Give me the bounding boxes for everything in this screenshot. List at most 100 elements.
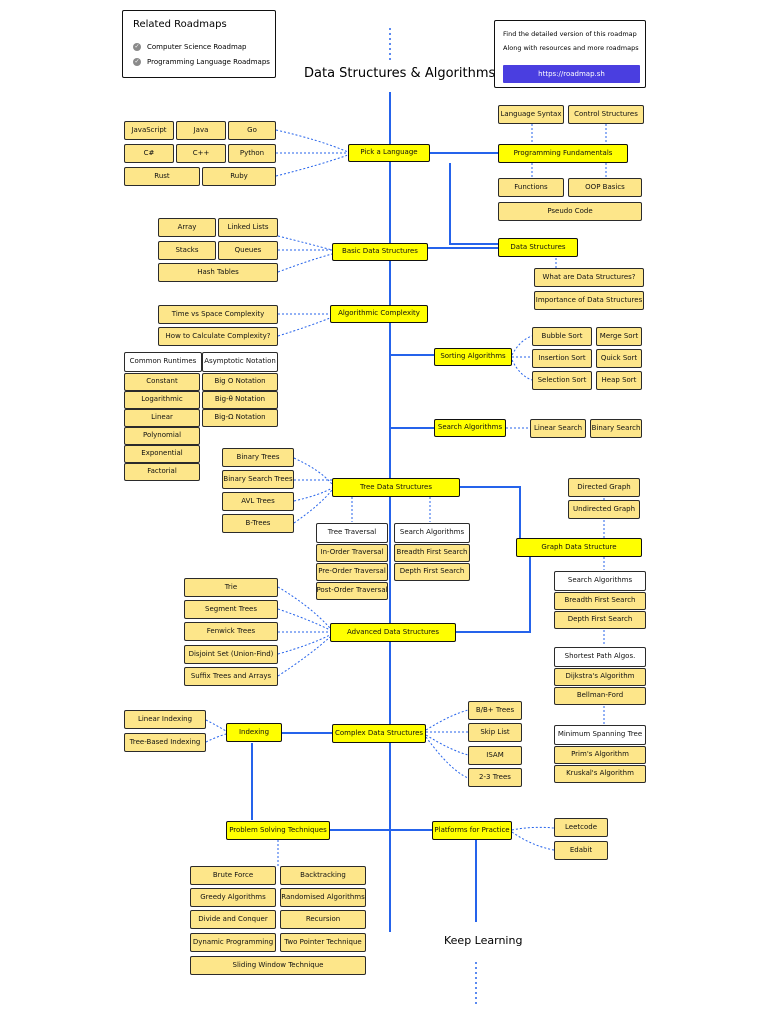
- node-skip-list[interactable]: Skip List: [468, 723, 522, 742]
- node-java[interactable]: Java: [176, 121, 226, 140]
- node-prim[interactable]: Prim's Algorithm: [554, 746, 646, 764]
- node-linear-indexing[interactable]: Linear Indexing: [124, 710, 206, 729]
- node-two-three-trees[interactable]: 2-3 Trees: [468, 768, 522, 787]
- node-pre-order[interactable]: Pre-Order Traversal: [316, 563, 388, 581]
- node-kruskal[interactable]: Kruskal's Algorithm: [554, 765, 646, 783]
- node-dijkstra[interactable]: Dijkstra's Algorithm: [554, 668, 646, 686]
- node-isam[interactable]: ISAM: [468, 746, 522, 765]
- node-greedy[interactable]: Greedy Algorithms: [190, 888, 276, 907]
- node-big-o[interactable]: Big O Notation: [202, 373, 278, 391]
- node-javascript[interactable]: JavaScript: [124, 121, 174, 140]
- node-edabit[interactable]: Edabit: [554, 841, 608, 860]
- node-algorithmic-complexity[interactable]: Algorithmic Complexity: [330, 305, 428, 323]
- node-quick-sort[interactable]: Quick Sort: [596, 349, 642, 368]
- related-roadmap-item[interactable]: ✓ Programming Language Roadmaps: [133, 58, 270, 66]
- node-randomised[interactable]: Randomised Algorithms: [280, 888, 366, 907]
- node-b-trees[interactable]: B-Trees: [222, 514, 294, 533]
- related-roadmap-item[interactable]: ✓ Computer Science Roadmap: [133, 43, 247, 51]
- node-sliding-window[interactable]: Sliding Window Technique: [190, 956, 366, 975]
- node-what-are-ds[interactable]: What are Data Structures?: [534, 268, 644, 287]
- node-backtracking[interactable]: Backtracking: [280, 866, 366, 885]
- node-disjoint-set[interactable]: Disjoint Set (Union-Find): [184, 645, 278, 664]
- node-brute-force[interactable]: Brute Force: [190, 866, 276, 885]
- node-language-syntax[interactable]: Language Syntax: [498, 105, 564, 124]
- node-python[interactable]: Python: [228, 144, 276, 163]
- node-oop-basics[interactable]: OOP Basics: [568, 178, 642, 197]
- node-binary-trees[interactable]: Binary Trees: [222, 448, 294, 467]
- node-programming-fundamentals[interactable]: Programming Fundamentals: [498, 144, 628, 163]
- node-importance-ds[interactable]: Importance of Data Structures: [534, 291, 644, 310]
- node-leetcode[interactable]: Leetcode: [554, 818, 608, 837]
- node-how-to-calc[interactable]: How to Calculate Complexity?: [158, 327, 278, 346]
- node-two-pointer[interactable]: Two Pointer Technique: [280, 933, 366, 952]
- node-linear[interactable]: Linear: [124, 409, 200, 427]
- node-advanced-data-structures[interactable]: Advanced Data Structures: [330, 623, 456, 642]
- node-indexing[interactable]: Indexing: [226, 723, 282, 742]
- node-data-structures[interactable]: Data Structures: [498, 238, 578, 257]
- node-polynomial[interactable]: Polynomial: [124, 427, 200, 445]
- node-array[interactable]: Array: [158, 218, 216, 237]
- node-exponential[interactable]: Exponential: [124, 445, 200, 463]
- node-rust[interactable]: Rust: [124, 167, 200, 186]
- related-roadmap-label[interactable]: Programming Language Roadmaps: [147, 58, 270, 66]
- node-bfs[interactable]: Breadth First Search: [394, 544, 470, 562]
- node-go[interactable]: Go: [228, 121, 276, 140]
- node-bellman-ford[interactable]: Bellman-Ford: [554, 687, 646, 705]
- node-recursion[interactable]: Recursion: [280, 910, 366, 929]
- node-divide-conquer[interactable]: Divide and Conquer: [190, 910, 276, 929]
- edge-basic-linked: [277, 235, 333, 251]
- node-post-order[interactable]: Post-Order Traversal: [316, 582, 388, 600]
- node-in-order[interactable]: In-Order Traversal: [316, 544, 388, 562]
- node-directed-graph[interactable]: Directed Graph: [568, 478, 640, 497]
- node-selection-sort[interactable]: Selection Sort: [532, 371, 592, 390]
- node-segment-trees[interactable]: Segment Trees: [184, 600, 278, 619]
- detailed-version-line1: Find the detailed version of this roadma…: [503, 30, 637, 38]
- node-big-omega[interactable]: Big-Ω Notation: [202, 409, 278, 427]
- node-b-b-trees[interactable]: B/B+ Trees: [468, 701, 522, 720]
- node-bst[interactable]: Binary Search Trees: [222, 470, 294, 489]
- node-undirected-graph[interactable]: Undirected Graph: [568, 500, 640, 519]
- node-basic-data-structures[interactable]: Basic Data Structures: [332, 243, 428, 261]
- node-functions[interactable]: Functions: [498, 178, 564, 197]
- node-factorial[interactable]: Factorial: [124, 463, 200, 481]
- node-stacks[interactable]: Stacks: [158, 241, 216, 260]
- node-constant[interactable]: Constant: [124, 373, 200, 391]
- node-linked-lists[interactable]: Linked Lists: [218, 218, 278, 237]
- node-platforms-practice[interactable]: Platforms for Practice: [432, 821, 512, 840]
- node-hash-tables[interactable]: Hash Tables: [158, 263, 278, 282]
- node-graph-bfs[interactable]: Breadth First Search: [554, 592, 646, 610]
- node-problem-solving[interactable]: Problem Solving Techniques: [226, 821, 330, 840]
- roadmap-link-button[interactable]: https://roadmap.sh: [503, 65, 640, 83]
- node-linear-search[interactable]: Linear Search: [530, 419, 586, 438]
- node-logarithmic[interactable]: Logarithmic: [124, 391, 200, 409]
- node-time-vs-space[interactable]: Time vs Space Complexity: [158, 305, 278, 324]
- node-control-structures[interactable]: Control Structures: [568, 105, 644, 124]
- node-dynamic-programming[interactable]: Dynamic Programming: [190, 933, 276, 952]
- node-graph-data-structure[interactable]: Graph Data Structure: [516, 538, 642, 557]
- node-binary-search[interactable]: Binary Search: [590, 419, 642, 438]
- node-cpp[interactable]: C++: [176, 144, 226, 163]
- node-suffix-trees[interactable]: Suffix Trees and Arrays: [184, 667, 278, 686]
- node-fenwick-trees[interactable]: Fenwick Trees: [184, 622, 278, 641]
- node-heap-sort[interactable]: Heap Sort: [596, 371, 642, 390]
- node-search-algorithms[interactable]: Search Algorithms: [434, 419, 506, 437]
- node-pseudo-code[interactable]: Pseudo Code: [498, 202, 642, 221]
- node-csharp[interactable]: C#: [124, 144, 174, 163]
- node-sorting-algorithms[interactable]: Sorting Algorithms: [434, 348, 512, 366]
- node-tree-data-structures[interactable]: Tree Data Structures: [332, 478, 460, 497]
- node-tree-based-indexing[interactable]: Tree-Based Indexing: [124, 733, 206, 752]
- related-roadmap-label[interactable]: Computer Science Roadmap: [147, 43, 247, 51]
- node-dfs[interactable]: Depth First Search: [394, 563, 470, 581]
- node-bubble-sort[interactable]: Bubble Sort: [532, 327, 592, 346]
- node-big-theta[interactable]: Big-θ Notation: [202, 391, 278, 409]
- node-merge-sort[interactable]: Merge Sort: [596, 327, 642, 346]
- node-trie[interactable]: Trie: [184, 578, 278, 597]
- node-insertion-sort[interactable]: Insertion Sort: [532, 349, 592, 368]
- node-complex-data-structures[interactable]: Complex Data Structures: [332, 724, 426, 743]
- node-avl-trees[interactable]: AVL Trees: [222, 492, 294, 511]
- node-graph-dfs[interactable]: Depth First Search: [554, 611, 646, 629]
- node-queues[interactable]: Queues: [218, 241, 278, 260]
- node-pick-language[interactable]: Pick a Language: [348, 144, 430, 162]
- node-ruby[interactable]: Ruby: [202, 167, 276, 186]
